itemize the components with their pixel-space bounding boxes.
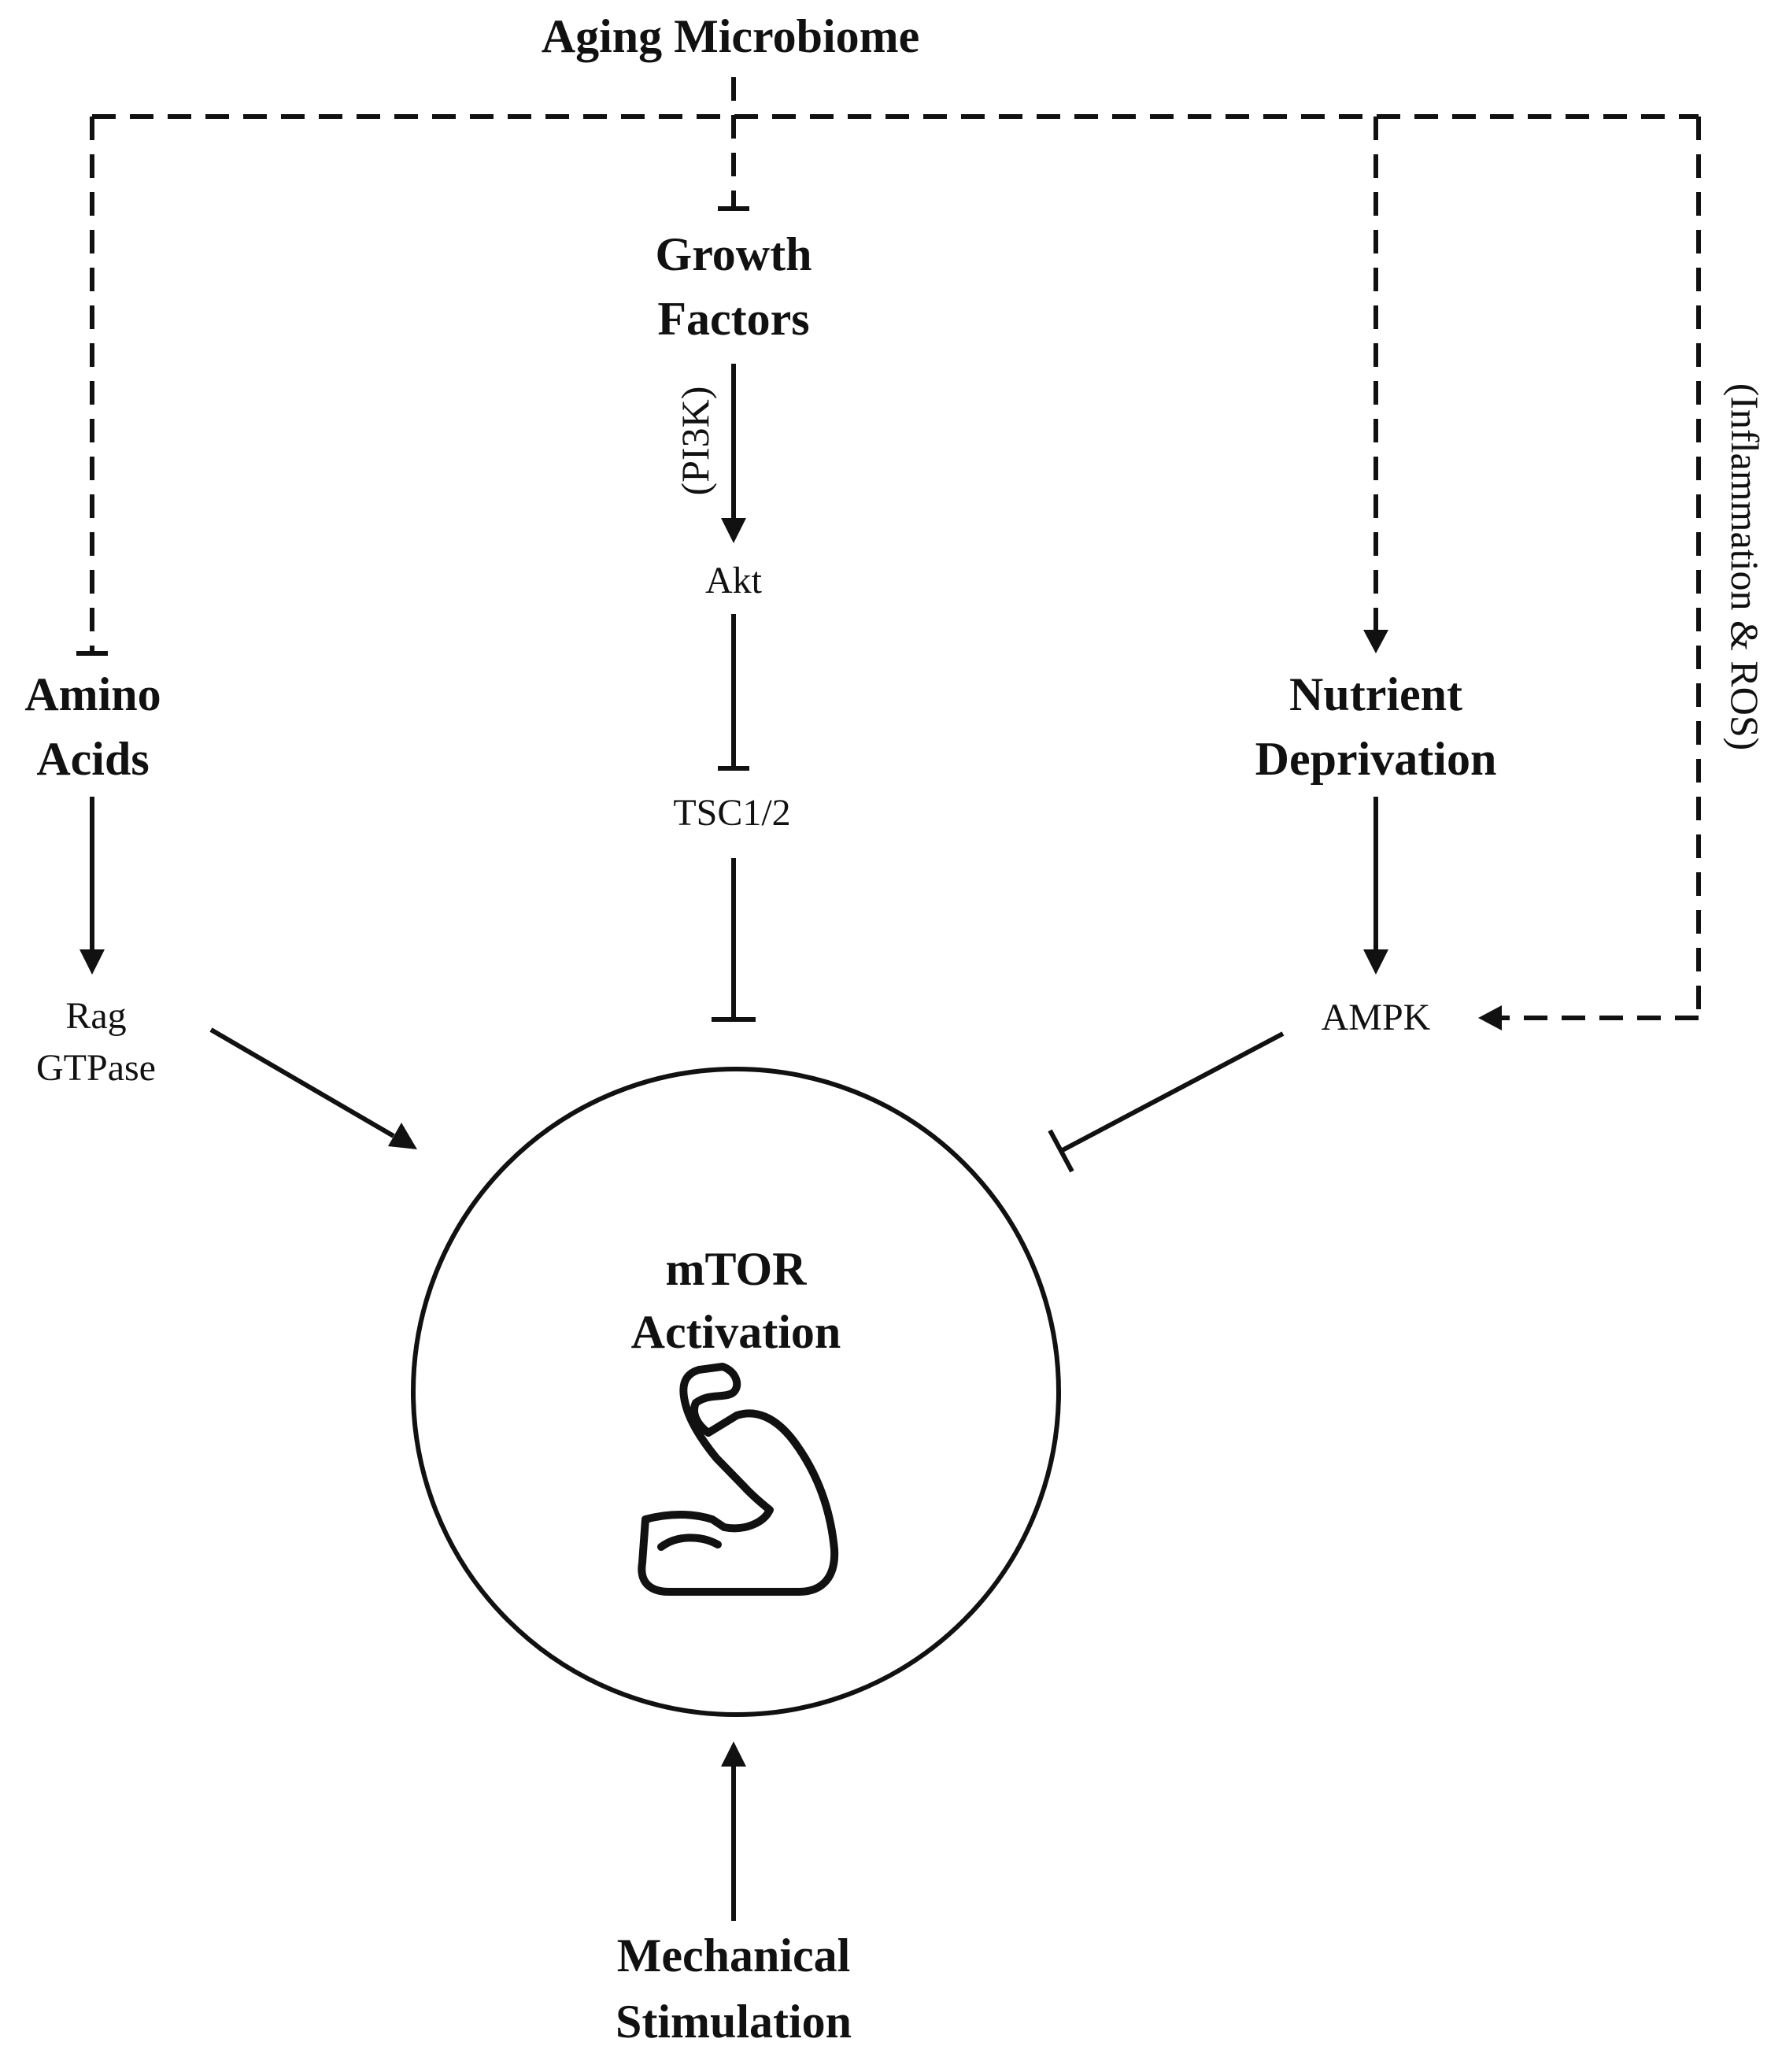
ampk-label: AMPK bbox=[1322, 997, 1431, 1038]
mechanical-stimulation-label-line2: Stimulation bbox=[616, 1996, 852, 2048]
inflammation-ros-label: (Inflammation & ROS) bbox=[1723, 383, 1767, 751]
akt-arrowhead bbox=[721, 518, 746, 543]
growth-factors-label-line2: Factors bbox=[657, 293, 809, 345]
ampk-dashed-arrowhead bbox=[1478, 1005, 1502, 1030]
rag-gtpase-label-line1: Rag bbox=[65, 995, 126, 1037]
nutrient-deprivation-label-line2: Deprivation bbox=[1255, 733, 1497, 785]
growth-factors-label-line1: Growth bbox=[656, 228, 812, 280]
flexed-bicep-icon bbox=[638, 1363, 839, 1596]
pi3k-label: (PI3K) bbox=[673, 387, 717, 496]
mtor-label-line2: Activation bbox=[631, 1306, 841, 1358]
amino-acids-label-line1: Amino bbox=[24, 668, 161, 720]
mechanical-stimulation-label-line1: Mechanical bbox=[617, 1930, 851, 1981]
rag-mtor-arrowhead bbox=[388, 1123, 417, 1149]
mtor-label-line1: mTOR bbox=[666, 1243, 808, 1295]
rag-gtpase-label-line2: GTPase bbox=[36, 1047, 156, 1089]
amino-acids-label-line2: Acids bbox=[36, 733, 149, 785]
ampk-arrowhead bbox=[1363, 949, 1388, 975]
rag-arrowhead bbox=[79, 949, 105, 975]
ampk-inhibit-bar bbox=[1048, 1129, 1074, 1173]
mtor-activation-circle bbox=[411, 1067, 1061, 1717]
ampk-to-mtor-line bbox=[1059, 1031, 1285, 1153]
nutrient-deprivation-label-line1: Nutrient bbox=[1289, 668, 1462, 720]
dashed-connectors bbox=[90, 77, 1701, 1020]
mechanical-arrowhead bbox=[721, 1741, 746, 1767]
nutrient-deprivation-arrowhead bbox=[1363, 630, 1388, 653]
akt-label: Akt bbox=[705, 560, 763, 601]
tsc-label: TSC1/2 bbox=[673, 792, 790, 834]
aging-microbiome-title: Aging Microbiome bbox=[542, 10, 920, 62]
rag-to-mtor-line bbox=[209, 1027, 395, 1138]
